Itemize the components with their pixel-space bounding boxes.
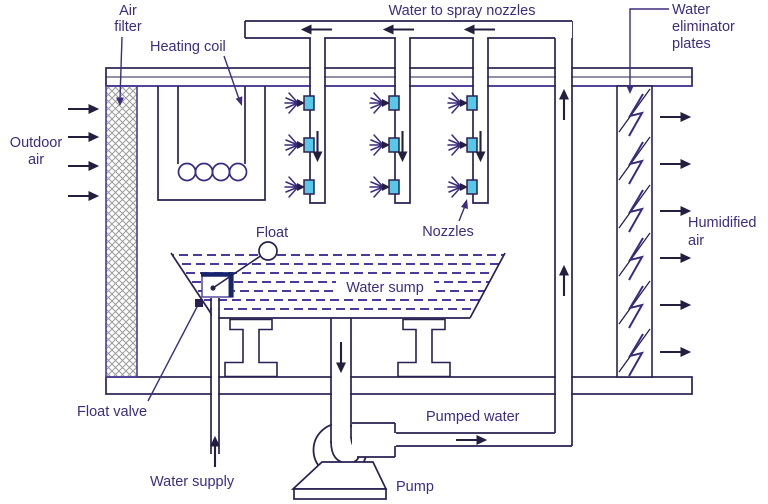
air-filter-hatch-icon xyxy=(105,85,138,378)
spray-pipe xyxy=(309,38,326,204)
label-air-filter: Air xyxy=(119,3,137,19)
heating-coil-leader xyxy=(223,55,240,100)
leader-lines xyxy=(116,8,669,402)
heating-coil xyxy=(157,86,266,201)
outdoor-air-arrow-icon xyxy=(66,160,100,172)
label-heating-coil: Heating coil xyxy=(150,39,226,55)
spray-nozzle-icon xyxy=(369,92,400,114)
outdoor-air-arrow-icon xyxy=(66,103,100,115)
humidified-air-arrow-icon xyxy=(658,346,692,358)
label-water-eliminator-plates: plates xyxy=(672,36,711,52)
label-water-sump: Water sump xyxy=(346,280,424,296)
pump-assembly xyxy=(312,318,396,478)
pump-outlet-box xyxy=(352,422,396,458)
label-pump: Pump xyxy=(396,479,434,495)
label-water-eliminator-plates: Water xyxy=(672,2,710,18)
spray-nozzle-icon xyxy=(447,176,478,198)
i-beam-support-icon xyxy=(397,318,451,378)
coil-loops-icon xyxy=(177,162,248,182)
label-outdoor-air: Outdoor xyxy=(10,135,63,151)
air-filter-leader xyxy=(119,36,123,100)
casing-bottom-wall xyxy=(105,376,693,395)
float-valve xyxy=(201,241,278,298)
label-water-eliminator-plates: eliminator xyxy=(672,19,735,35)
riser-pipe xyxy=(554,21,573,446)
eliminator-leader-arrowhead-icon xyxy=(626,85,634,94)
humidified-air-arrow-icon xyxy=(658,299,692,311)
label-nozzles: Nozzles xyxy=(422,224,474,240)
humidified-air-arrow-icon xyxy=(658,158,692,170)
spray-nozzle-icon xyxy=(284,176,315,198)
spray-nozzle-icon xyxy=(284,134,315,156)
eliminator-leader xyxy=(629,8,669,86)
label-float-valve: Float valve xyxy=(77,404,147,420)
outdoor-air-arrow-icon xyxy=(66,131,100,143)
label-float: Float xyxy=(256,225,288,241)
flow-arrows xyxy=(66,24,692,469)
water-eliminator-strip xyxy=(616,85,653,378)
label-water-to-spray-nozzles: Water to spray nozzles xyxy=(389,3,536,19)
water-sump xyxy=(170,252,506,319)
label-outdoor-air: air xyxy=(28,152,44,168)
label-humidified-air: air xyxy=(688,233,704,249)
heating-coil-inner-duct xyxy=(177,86,246,164)
spray-nozzle-icon xyxy=(284,92,315,114)
float-valve-leader-marker-icon xyxy=(195,299,203,307)
label-water-supply: Water supply xyxy=(150,474,235,490)
labels: Air filter Heating coil Water to spray n… xyxy=(10,2,757,495)
nozzles-leader xyxy=(458,205,466,222)
spray-pipe xyxy=(472,38,489,204)
spray-nozzle-icon xyxy=(447,134,478,156)
spray-pipe xyxy=(394,38,411,204)
float-valve-leader xyxy=(147,304,199,402)
sump-walls xyxy=(170,252,506,319)
spray-nozzle-icon xyxy=(369,176,400,198)
spray-nozzle-icon xyxy=(369,134,400,156)
spray-nozzles xyxy=(284,92,478,198)
float-ball-icon xyxy=(258,241,278,261)
outdoor-air-arrow-icon xyxy=(66,190,100,202)
humidified-air-arrow-icon xyxy=(658,111,692,123)
float-pivot-dot xyxy=(210,285,216,291)
spray-nozzle-icon xyxy=(447,92,478,114)
float-arm xyxy=(212,255,261,289)
i-beam-support-icon xyxy=(224,318,278,378)
humidified-air-arrow-icon xyxy=(658,252,692,264)
air-filter-strip xyxy=(105,85,138,378)
water-dashes-icon xyxy=(171,254,505,310)
heating-coil-outer-duct xyxy=(157,86,266,201)
drain-pipe xyxy=(330,318,352,443)
label-air-filter: filter xyxy=(114,19,142,35)
label-pumped-water: Pumped water xyxy=(426,409,520,425)
humidified-air-arrow-icon xyxy=(658,205,692,217)
nozzles-leader-arrowhead-icon xyxy=(461,199,468,209)
pump-pedestal xyxy=(290,461,388,500)
label-humidified-air: Humidified xyxy=(688,215,757,231)
spray-pipes xyxy=(309,22,489,204)
heating-coil-leader-arrowhead-icon xyxy=(235,96,243,106)
air-filter-leader-arrowhead-icon xyxy=(116,97,124,106)
water-supply-pipe xyxy=(210,298,220,454)
